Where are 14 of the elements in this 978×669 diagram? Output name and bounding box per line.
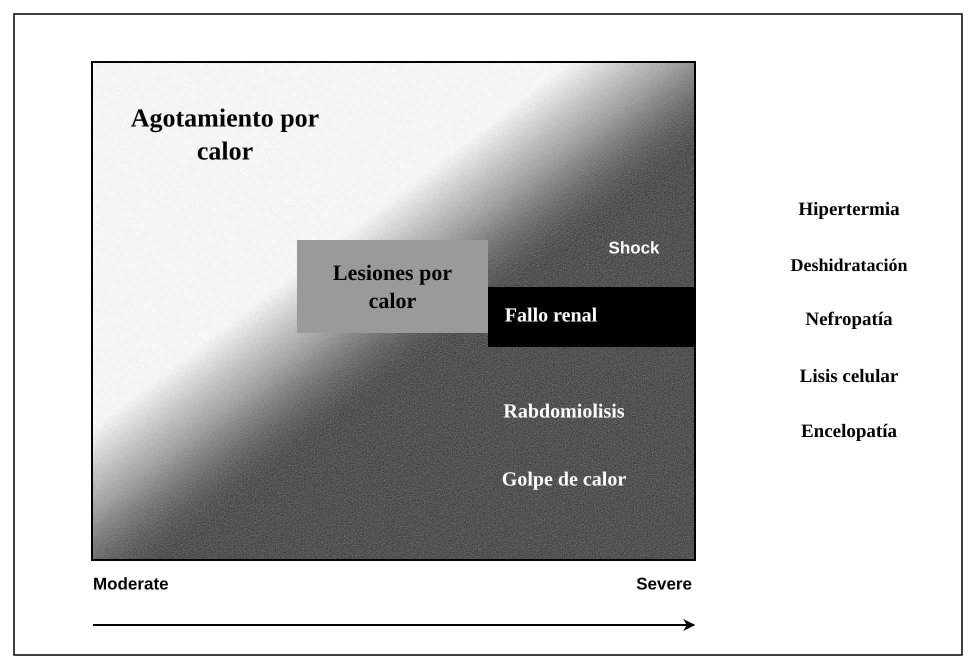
condition-box [297,240,488,333]
axis-label: Severe [635,573,692,595]
condition-label: Fallo renal [504,304,598,328]
condition-label: Rabdomiolisis [502,400,626,424]
shock-label: Shock [607,237,661,259]
condition-label: Golpe de calor [500,468,628,492]
symptom-label: Encelopatía [800,420,898,444]
node-text: Lesiones por calor [332,259,452,314]
symptom-label: Deshidratación [790,254,908,276]
symptom-label: Hipertermia [797,198,901,222]
heat-exhaustion-label: Agotamiento por calor [130,102,320,167]
symptom-label: Nefropatía [804,308,894,332]
symptom-label: Lisis celular [798,365,900,389]
axis-label: Moderate [93,573,170,595]
